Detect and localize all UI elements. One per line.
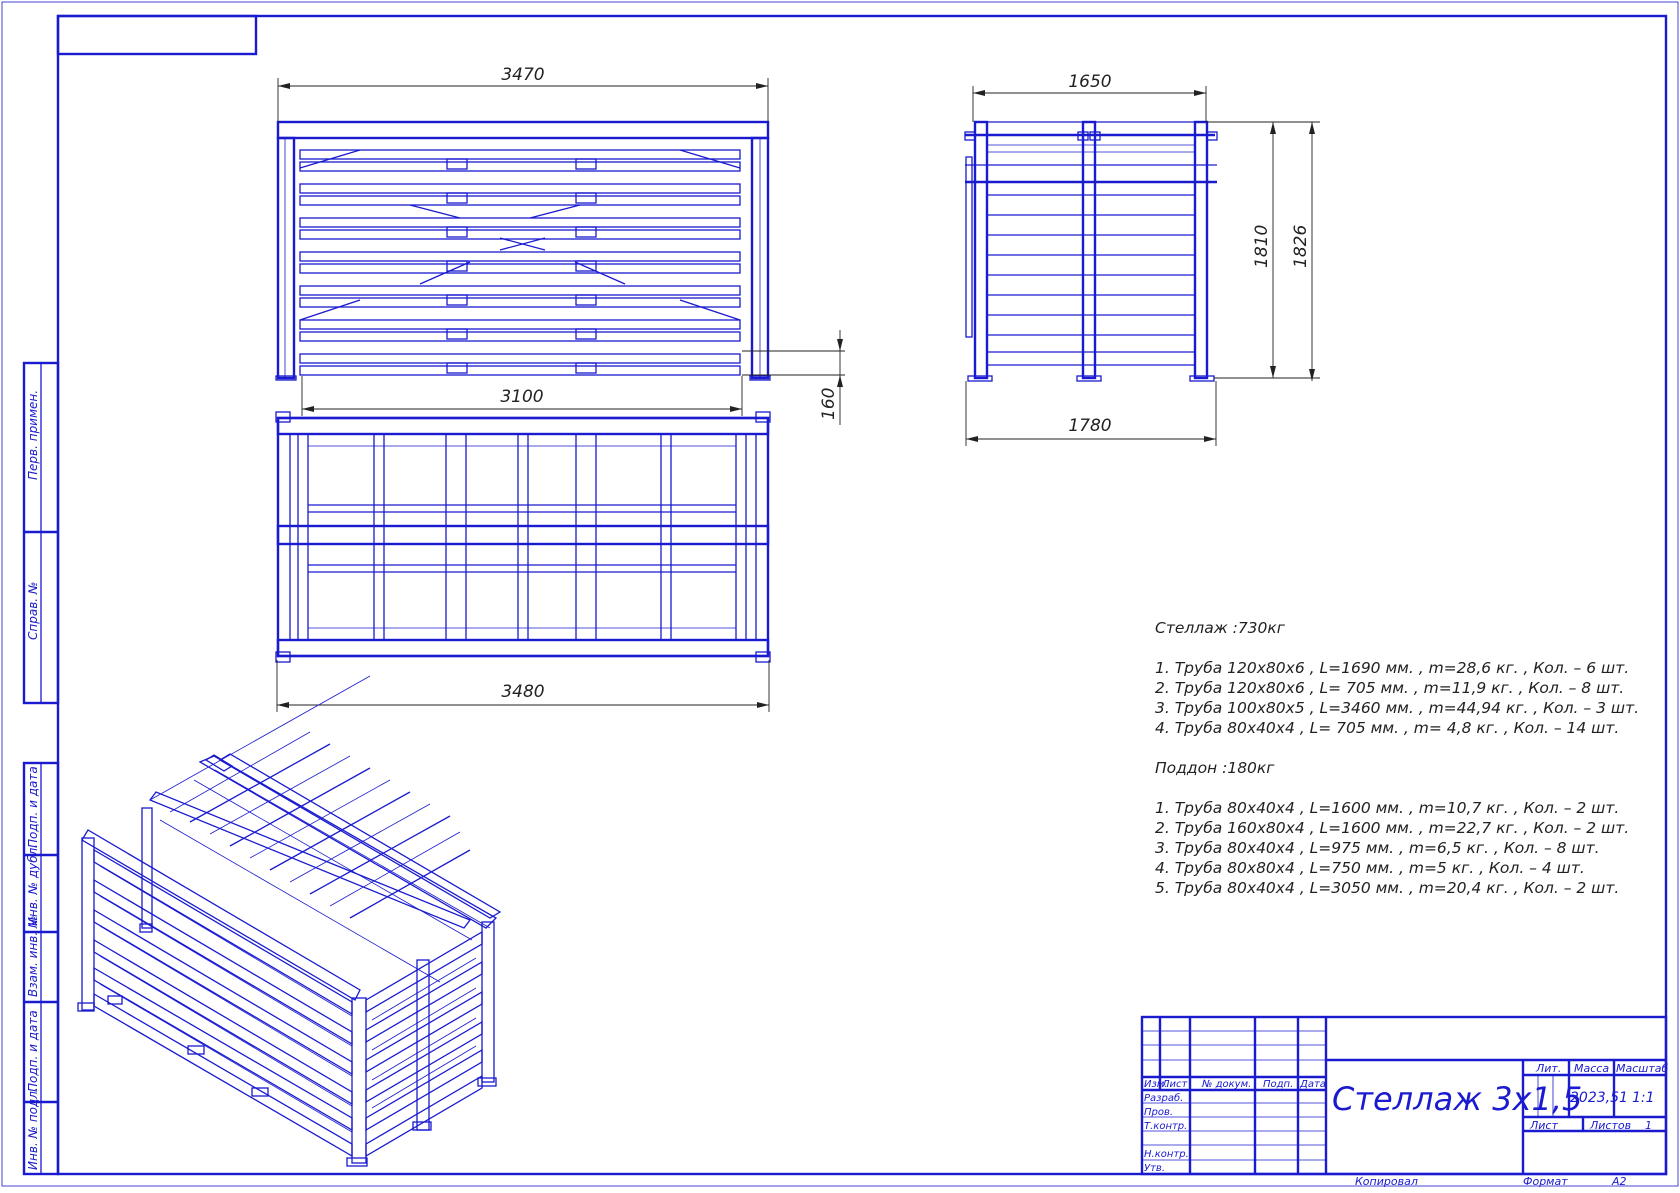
isometric-view xyxy=(77,675,502,1167)
stamp-text: Подп. и дата xyxy=(26,1010,40,1092)
stamp-text: Подп. и дата xyxy=(26,766,40,848)
left-stamp-bottom: Подп. и дата Инв. № дубл. Взам. инв. № П… xyxy=(22,761,60,1176)
title-block: Изм. Лист № докум. Подп. Дата Разраб. Пр… xyxy=(1140,1015,1668,1176)
rack-spec-item: 4. Труба 80х40х4 , L= 705 мм. , m= 4,8 к… xyxy=(1155,719,1620,737)
iso-top-grid xyxy=(149,675,491,983)
stamp-text: Справ. № xyxy=(26,582,40,640)
copied-label: Копировал xyxy=(1355,1175,1418,1188)
col-header: № докум. xyxy=(1201,1079,1251,1090)
scale-label: Масштаб xyxy=(1616,1062,1668,1075)
pallet-spec-item: 1. Труба 80х40х4 , L=1600 мм. , m=10,7 к… xyxy=(1155,799,1620,817)
format-value: A2 xyxy=(1611,1175,1627,1188)
rack-spec-item: 3. Труба 100х80х5 , L=3460 мм. , m=44,94… xyxy=(1155,699,1640,717)
top-view: 3480 xyxy=(275,411,771,712)
side-slats xyxy=(987,144,1195,366)
iso-shelves-short xyxy=(365,930,483,1158)
mass-value: 2023,51 xyxy=(1570,1090,1628,1106)
row-label: Разраб. xyxy=(1144,1092,1183,1104)
mass-label: Масса xyxy=(1574,1062,1609,1075)
row-label: Пров. xyxy=(1144,1107,1173,1118)
dim-side-width: 1650 xyxy=(1068,72,1111,92)
iso-shelves-long xyxy=(93,848,353,1158)
dim-height-2: 1826 xyxy=(1291,225,1311,268)
front-shelves xyxy=(299,149,741,376)
front-spacers xyxy=(446,158,597,374)
dim-front-inner: 3100 xyxy=(500,387,543,407)
dim-side-base: 1780 xyxy=(1068,416,1111,436)
scale-value: 1:1 xyxy=(1632,1090,1655,1106)
pallet-spec-item: 4. Труба 80х80х4 , L=750 мм. , m=5 кг. ,… xyxy=(1155,859,1585,877)
top-left-box xyxy=(56,14,258,56)
stamp-text: Инв. № подл. xyxy=(26,1087,40,1170)
left-stamp-top: Перв. примен. Справ. № xyxy=(22,361,60,705)
side-view: 1650 1780 1810 1826 xyxy=(964,72,1320,446)
col-header: Дата xyxy=(1299,1079,1326,1090)
row-label: Н.контр. xyxy=(1144,1149,1189,1160)
pallet-spec-item: 3. Труба 80х40х4 , L=975 мм. , m=6,5 кг.… xyxy=(1155,839,1600,857)
front-view: 3470 3100 160 xyxy=(275,65,845,425)
top-verticals xyxy=(297,433,747,641)
stamp-text: Инв. № дубл. xyxy=(26,844,40,926)
dim-front-width: 3470 xyxy=(501,65,544,85)
sheets-label: Листов xyxy=(1589,1119,1631,1132)
rack-spec-item: 1. Труба 120х80х6 , L=1690 мм. , m=28,6 … xyxy=(1155,659,1630,677)
front-braces xyxy=(299,149,741,321)
dim-shelf-gap: 160 xyxy=(819,388,839,420)
col-header: Подп. xyxy=(1263,1079,1293,1090)
pallet-spec-item: 5. Труба 80х40х4 , L=3050 мм. , m=20,4 к… xyxy=(1155,879,1620,897)
pallet-spec-title: Поддон :180кг xyxy=(1155,759,1275,777)
format-label: Формат xyxy=(1523,1175,1568,1188)
dim-height-1: 1810 xyxy=(1252,225,1272,268)
col-header: Лист xyxy=(1161,1079,1189,1090)
stamp-text: Перв. примен. xyxy=(26,390,40,480)
drawing-title: Стеллаж 3х1,5 xyxy=(1332,1080,1582,1118)
dim-top-width: 3480 xyxy=(501,682,544,702)
col-header: Изм. xyxy=(1144,1079,1168,1090)
pallet-spec-item: 2. Труба 160х80х4 , L=1600 мм. , m=22,7 … xyxy=(1155,819,1630,837)
rack-spec-title: Стеллаж :730кг xyxy=(1155,619,1285,637)
rack-spec-item: 2. Труба 120х80х6 , L= 705 мм. , m=11,9 … xyxy=(1155,679,1625,697)
sheets-value: 1 xyxy=(1645,1119,1652,1132)
stamp-text: Взам. инв. № xyxy=(26,916,40,997)
sheet-label: Лист xyxy=(1529,1119,1558,1132)
row-label: Утв. xyxy=(1144,1163,1165,1174)
row-label: Т.контр. xyxy=(1144,1121,1187,1132)
lit-label: Лит. xyxy=(1535,1062,1561,1075)
